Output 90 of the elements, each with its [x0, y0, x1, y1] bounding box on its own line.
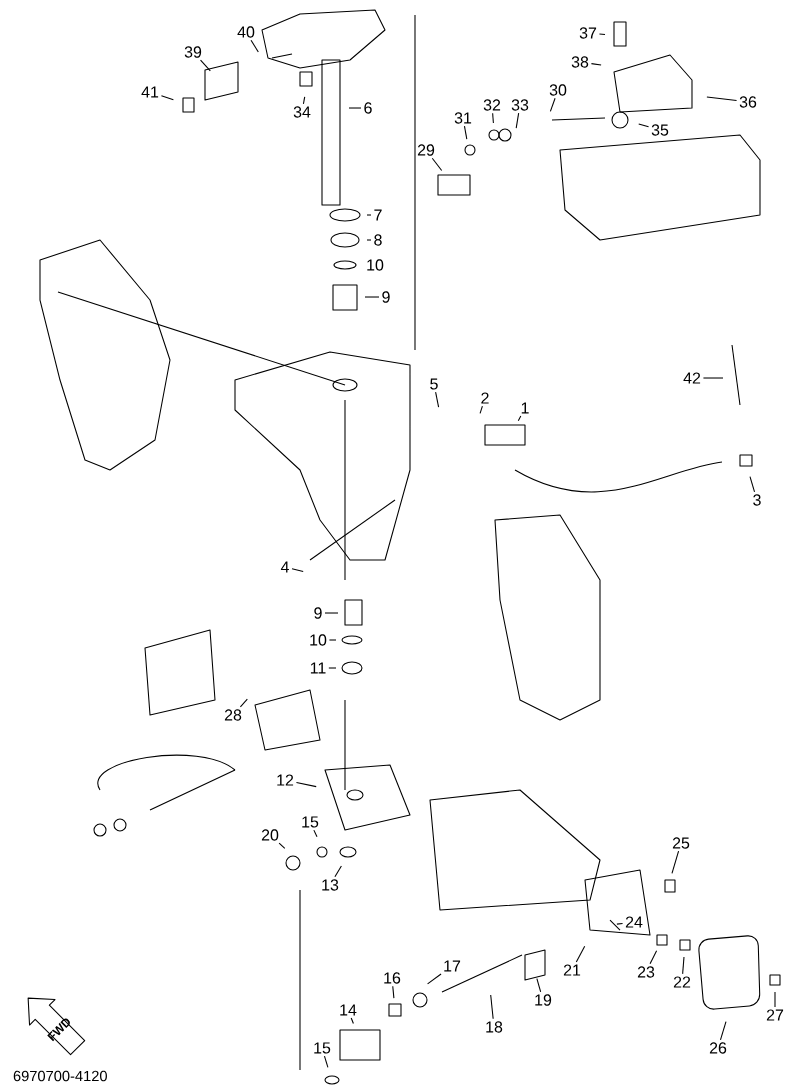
leader-line: [431, 157, 443, 172]
leader-line: [682, 956, 685, 975]
callout-number: 26: [709, 1042, 727, 1054]
leader-line: [278, 842, 286, 849]
callout-number: 9: [382, 291, 390, 303]
callout-number: 34: [293, 106, 311, 118]
leader-line: [463, 125, 468, 140]
callout-number: 40: [237, 26, 255, 38]
leader-line: [366, 214, 372, 216]
callout-number: 15: [302, 816, 319, 828]
callout-number: 23: [637, 966, 655, 978]
leader-line: [323, 1055, 329, 1068]
leader-line: [702, 377, 724, 379]
leader-line: [313, 829, 318, 838]
callout-number: 16: [384, 972, 401, 984]
leader-line: [364, 296, 380, 298]
leader-line: [616, 922, 624, 925]
leader-line: [200, 59, 211, 72]
callout-number: 29: [417, 144, 435, 156]
leader-line: [328, 667, 337, 669]
callout-number: 12: [277, 774, 294, 786]
callout-number: 9: [314, 607, 322, 619]
callout-number: 18: [486, 1021, 503, 1033]
leader-line: [324, 612, 339, 614]
leader-line: [719, 1021, 727, 1041]
leader-line: [328, 639, 337, 641]
leader-line: [649, 950, 658, 965]
callout-number: 1: [521, 402, 529, 414]
callout-number: 20: [261, 829, 279, 841]
leader-line: [706, 96, 738, 102]
leader-line: [536, 978, 542, 993]
leader-line: [515, 112, 520, 129]
callout-number: 31: [454, 112, 472, 124]
leader-line: [638, 123, 650, 128]
leader-line: [575, 945, 586, 963]
leader-line: [435, 391, 440, 408]
callout-number: 39: [184, 46, 202, 58]
callout-number: 7: [374, 209, 382, 221]
callout-number: 4: [280, 561, 289, 573]
leader-line: [598, 33, 606, 35]
leader-line: [350, 1017, 354, 1025]
callout-number: 11: [310, 662, 326, 674]
callout-number: 36: [739, 96, 757, 108]
callout-number: 22: [673, 976, 691, 988]
leader-line: [671, 850, 680, 874]
leader-line: [239, 698, 248, 708]
callout-number: 10: [367, 259, 384, 271]
callout-number: 37: [579, 27, 597, 39]
callout-number: 3: [753, 494, 761, 506]
leader-line: [334, 865, 342, 878]
callout-number: 35: [651, 124, 669, 136]
leader-line: [517, 415, 522, 422]
callout-number: 17: [444, 960, 461, 972]
callout-number: 10: [310, 634, 327, 646]
callout-number: 33: [511, 99, 529, 111]
leader-line: [492, 112, 494, 124]
callout-number: 2: [481, 392, 489, 404]
callout-number: 32: [483, 99, 501, 111]
leader-line: [160, 95, 174, 101]
callout-number: 28: [224, 709, 242, 721]
leader-line: [549, 97, 556, 112]
leader-line: [590, 63, 602, 66]
callout-number: 24: [625, 916, 643, 928]
leader-line: [250, 39, 259, 53]
callout-number: 15: [314, 1042, 331, 1054]
leader-line: [427, 973, 442, 985]
callout-number: 6: [364, 102, 372, 114]
callout-number: 30: [549, 84, 567, 96]
leader-line: [392, 985, 395, 999]
leader-line: [291, 568, 304, 572]
callout-number: 27: [766, 1009, 784, 1021]
leader-line: [749, 476, 756, 493]
callout-number: 42: [683, 372, 701, 384]
callout-number: 5: [430, 378, 438, 390]
callout-number: 13: [322, 879, 339, 891]
callout-number: 25: [672, 837, 690, 849]
leader-line: [295, 781, 317, 788]
leader-line: [366, 239, 372, 241]
callout-number: 8: [374, 234, 382, 246]
callout-number: 38: [571, 56, 589, 68]
leader-line: [490, 994, 494, 1020]
leader-line: [302, 96, 306, 105]
part-code: 6970700-4120: [13, 1070, 107, 1082]
leader-line: [774, 991, 776, 1008]
leader-line: [348, 107, 362, 109]
callout-number: 14: [340, 1004, 357, 1016]
callout-number: 19: [535, 994, 552, 1006]
callout-number: 41: [141, 86, 159, 98]
leader-line: [479, 405, 483, 414]
callout-number: 21: [563, 964, 581, 976]
